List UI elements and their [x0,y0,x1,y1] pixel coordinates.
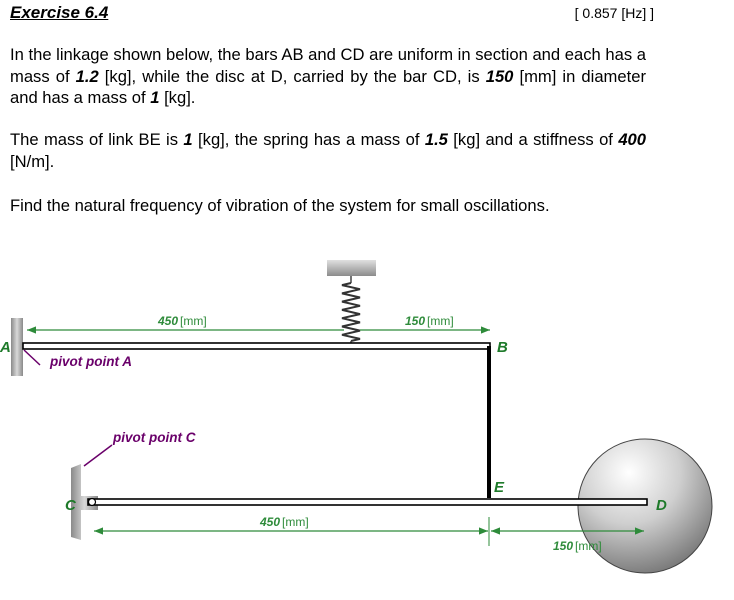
p1-text-2: [kg], while the disc at D, carried by th… [98,66,486,86]
link-be [487,346,491,498]
dim-ab-right-text: 150[mm] [405,314,454,328]
answer-text: [ 0.857 [Hz] ] [574,5,654,21]
p1-disc-diameter: 150 [485,66,514,86]
bar-ab [22,342,491,350]
exercise-title: Exercise 6.4 [10,3,109,22]
p1-text-3: [mm] in diameter and has a mass of [10,66,646,108]
pivot-a-pointer [23,349,41,366]
pivot-c-support [71,464,98,540]
p2-text-1: The mass of link BE is [10,130,184,149]
disc [577,438,713,574]
label-d: D [656,497,667,514]
linkage-diagram: 450[mm] 150[mm] 450[mm] 150[mm] A B C E … [0,260,713,574]
problem-paragraph-1: In the linkage shown below, the bars AB … [10,44,646,109]
dim-ab-left-text: 450[mm] [157,314,207,328]
pivot-c-pointer [83,444,113,467]
exercise-header: Exercise 6.4 [ 0.857 [Hz] ] [10,3,654,25]
dim-cd-right-text: 150[mm] [553,539,602,553]
p1-disc-mass: 1 [150,88,160,107]
pivot-a-support [11,318,23,376]
label-e: E [494,479,505,496]
label-pivot-a: pivot point A [49,354,132,369]
p2-link-mass: 1 [183,130,193,149]
spring [327,260,376,346]
dim-cd-left-text: 450[mm] [259,515,309,529]
problem-paragraph-3: Find the natural frequency of vibration … [10,196,550,215]
label-c: C [65,497,77,514]
pin-c [87,497,97,507]
label-a: A [0,339,11,356]
p1-text-1: In the linkage shown below, the bars AB … [10,45,646,86]
p2-text-2: [kg], the spring has a mass of [192,130,425,149]
p1-bar-mass: 1.2 [75,66,99,86]
p2-text-4: [N/m]. [10,151,55,171]
p2-text-3: [kg] and a stiffness of [447,130,619,149]
p1-text-4: [kg]. [159,88,196,107]
label-pivot-c: pivot point C [112,430,196,445]
spring-coil [341,282,361,342]
p2-stiffness: 400 [618,130,646,149]
label-b: B [497,339,508,356]
spring-ground-cap [327,260,376,276]
bar-cd [87,498,648,506]
p2-spring-mass: 1.5 [424,130,448,149]
problem-paragraph-2: The mass of link BE is 1 [kg], the sprin… [10,129,646,172]
